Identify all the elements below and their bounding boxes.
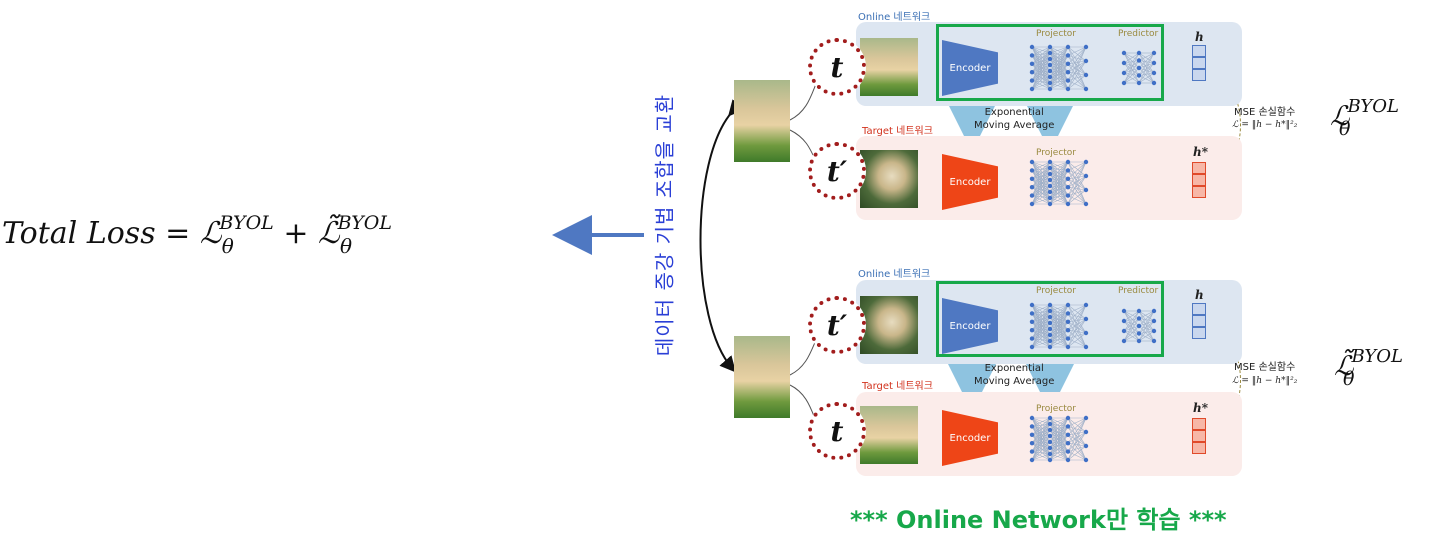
predictor-label-bottom: Predictor [1118,286,1159,296]
h-online-vector-top [1192,45,1206,81]
h-online-label-top: h [1195,30,1204,44]
mse-title-bottom: MSE 손실함수 [1234,362,1296,373]
mse-arc-top [1210,67,1241,184]
projector-mlp-bottom-target [1029,415,1089,463]
predictor-label-top: Predictor [1118,29,1159,39]
total-loss-lhs: Total Loss = [2,216,200,251]
augmented-view-top-online [860,38,918,96]
mse-title-top: MSE 손실함수 [1234,107,1296,118]
total-loss-formula: Total Loss = ℒBYOLθ + ℒ̃BYOLθ [2,212,392,258]
source-image-bottom [734,336,790,418]
augmented-view-top-target [860,150,918,208]
augmentation-t-bottom-target: t [808,402,866,460]
online-only-training-note: *** Online Network만 학습 *** [850,506,1227,534]
target-network-label-top: Target 네트워크 [862,126,933,137]
h-target-label-bottom: h* [1193,401,1208,415]
swap-arc [699,99,745,373]
mse-formula-top: ℒ = ‖h − h*‖²₂ [1232,120,1298,130]
h-target-label-top: h* [1193,145,1208,159]
h-target-vector-top [1192,162,1206,198]
loss-top: ℒBYOLθ [1330,96,1399,140]
predictor-mlp-bottom [1121,308,1157,344]
trainable-highlight-top [936,24,1164,101]
augmentation-t-top-online: t [808,38,866,96]
loss-bottom: ℒ̃BYOLθ [1334,346,1403,390]
projector-label-top-online: Projector [1036,29,1076,39]
target-network-label-bottom: Target 네트워크 [862,381,933,392]
augmented-view-bottom-online [860,296,918,354]
loss-term-2: ℒ̃BYOLθ [318,212,392,258]
augmentation-swap-caption: 데이터 증강 기법 조합을 교환 [652,93,677,357]
projector-mlp-top-online [1029,44,1089,92]
online-network-label-bottom: Online 네트워크 [858,269,931,280]
predictor-mlp-top [1121,50,1157,86]
projector-mlp-bottom-online [1029,302,1089,350]
augmentation-t-top-target: t′ [808,142,866,200]
augmented-view-bottom-target [860,406,918,464]
target-panel-bottom [856,392,1242,476]
source-image-top [734,80,790,162]
augmentation-t-bottom-online: t′ [808,296,866,354]
loss-term-1: ℒBYOLθ [199,212,274,258]
h-target-vector-bottom [1192,418,1206,454]
projector-label-bottom-online: Projector [1036,286,1076,296]
projector-label-top-target: Projector [1036,148,1076,158]
projector-mlp-top-target [1029,159,1089,207]
h-online-vector-bottom [1192,303,1206,339]
h-online-label-bottom: h [1195,288,1204,302]
target-panel-top [856,136,1242,220]
mse-formula-bottom: ℒ = ‖h − h*‖²₂ [1232,376,1298,386]
plus-sign: + [273,216,319,251]
trainable-highlight-bottom [936,281,1164,357]
online-network-label-top: Online 네트워크 [858,12,931,23]
projector-label-bottom-target: Projector [1036,404,1076,414]
